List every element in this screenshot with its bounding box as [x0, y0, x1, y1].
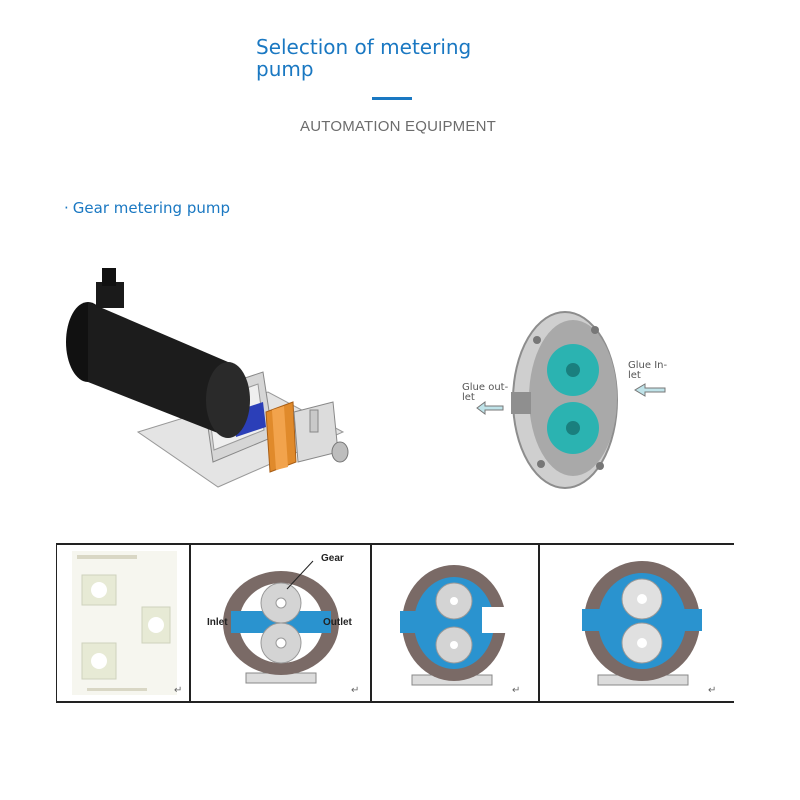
return-mark-3: ↵: [512, 685, 521, 696]
gear-label: Gear: [321, 553, 344, 564]
flow-diagram-panel-2: ↵: [540, 545, 735, 701]
gear-pump-diagram-strip: ↵ Gear Inlet Outlet ↵: [56, 543, 734, 703]
labeled-gear-diagram-panel: Gear Inlet Outlet ↵: [191, 545, 372, 701]
section-heading: ·Gear metering pump: [64, 199, 230, 217]
inlet-label: Inlet: [207, 617, 228, 628]
page-subtitle: AUTOMATION EQUIPMENT: [300, 118, 496, 135]
title-underline: [372, 97, 412, 100]
pump-3d-image: [58, 262, 358, 502]
outlet-label: Outlet: [323, 617, 352, 628]
page-title: Selection of metering pump: [256, 35, 472, 81]
glue-outlet-label: Glue out- let: [462, 382, 509, 403]
section-heading-text: Gear metering pump: [72, 199, 231, 217]
glue-inlet-label: Glue In- let: [628, 360, 668, 381]
document-diagram-panel: ↵: [57, 545, 191, 701]
return-mark-1: ↵: [174, 685, 183, 696]
bullet-dot: ·: [64, 199, 69, 217]
pump-cutaway-image: Glue out- let Glue In- let: [455, 300, 685, 500]
return-mark-4: ↵: [708, 685, 717, 696]
return-mark-2: ↵: [351, 685, 360, 696]
flow-diagram-panel-1: ↵: [372, 545, 540, 701]
